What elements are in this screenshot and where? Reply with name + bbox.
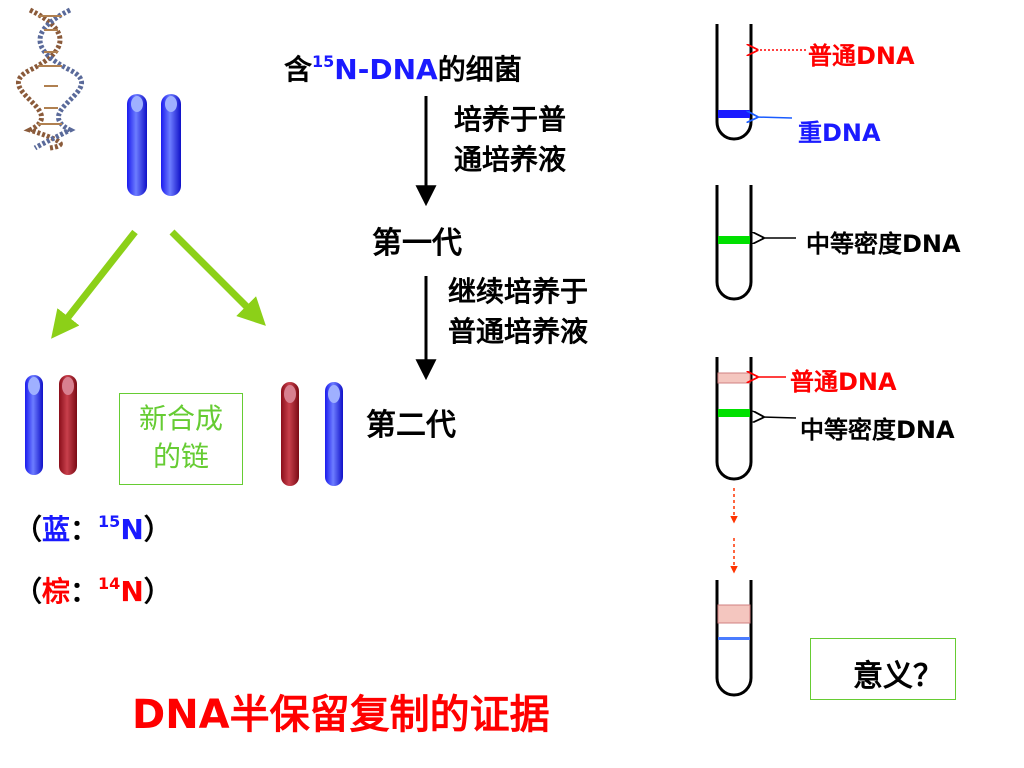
green-arrow-right (169, 229, 266, 326)
band-blue-thin (718, 637, 750, 640)
new-strand-label: 新合成 的链 (119, 393, 243, 485)
dna-helix-icon (16, 7, 84, 151)
tube1-bottom-label: 重DNA (798, 119, 881, 147)
generation-1-label: 第一代 (372, 226, 462, 261)
daughter-dna-left (25, 375, 77, 475)
step-2-text: 继续培养于 普通培养液 (448, 275, 589, 348)
legend-brown: （棕：14N） (14, 574, 172, 608)
tube-3 (715, 357, 753, 481)
parent-strand-right (161, 94, 181, 196)
tube-2 (715, 185, 753, 301)
tube1-top-label: 普通DNA (808, 42, 915, 70)
significance-box: 意义？ (810, 638, 956, 700)
green-arrow-left (51, 229, 138, 339)
band-medium-2 (718, 409, 750, 417)
experiment-title: 含15N-DNA的细菌 (284, 52, 522, 86)
legend-blue: （蓝：15N） (14, 512, 172, 546)
tube-4 (715, 580, 753, 697)
band-heavy (718, 110, 750, 118)
parent-dna (127, 94, 181, 196)
generation-2-label: 第二代 (366, 408, 456, 443)
step-1-text: 培养于普 通培养液 (454, 103, 567, 176)
band-light (717, 372, 751, 384)
band-medium (718, 236, 750, 244)
tube3-bottom-label: 中等密度DNA (800, 416, 955, 444)
tube2-label: 中等密度DNA (806, 230, 961, 258)
daughter-dna-right (281, 382, 343, 486)
tube3-top-label: 普通DNA (790, 368, 897, 396)
bottom-title: DNA半保留复制的证据 (132, 692, 550, 738)
band-light-2 (717, 604, 751, 624)
parent-strand-left (127, 94, 147, 196)
tube-1 (715, 24, 753, 141)
